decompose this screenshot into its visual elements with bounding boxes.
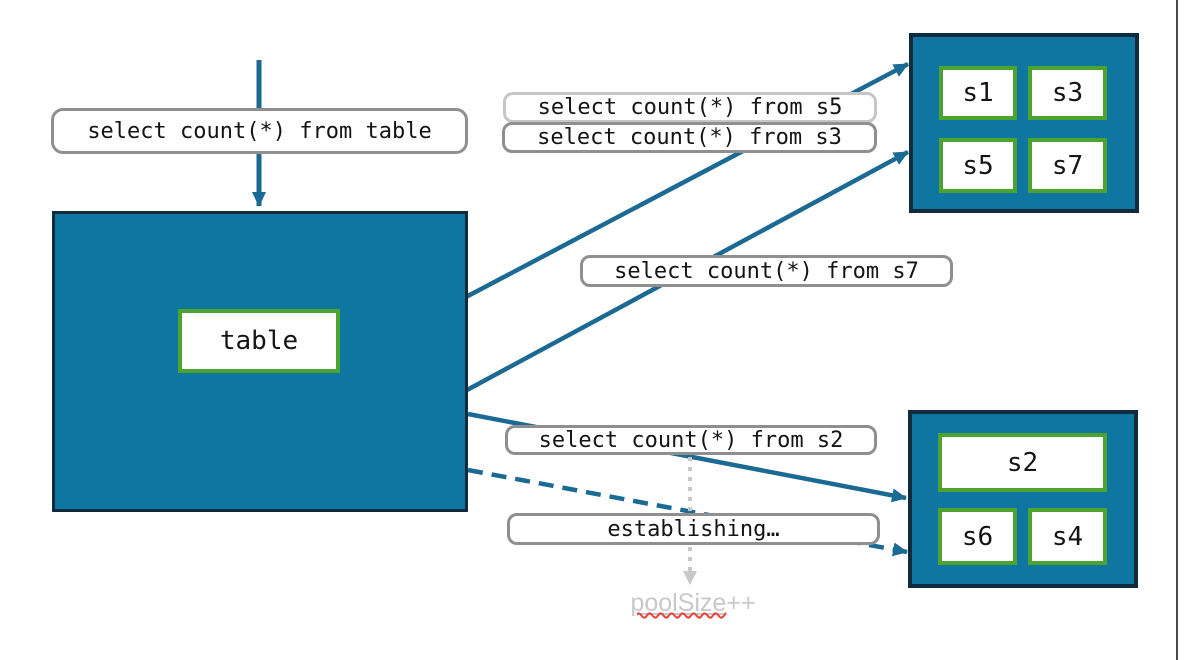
shard-s5: s5 — [939, 138, 1017, 193]
table-node: table — [52, 211, 468, 512]
shard-s2: s2 — [938, 433, 1107, 492]
shard-s4: s4 — [1028, 508, 1107, 565]
poolsize-word: poolSize — [630, 589, 727, 617]
poolsize-suffix: ++ — [726, 589, 756, 617]
query-label-from-s3: select count(*) from s3 — [502, 122, 877, 153]
shard-s7: s7 — [1028, 138, 1107, 193]
poolsize-annotation: poolSize++ — [553, 589, 833, 618]
establishing-label: establishing… — [507, 513, 880, 545]
shard-group-bottom: s2 s6 s4 — [908, 410, 1138, 588]
shard-group-top: s1 s3 s5 s7 — [909, 33, 1139, 213]
shard-s6: s6 — [938, 508, 1017, 565]
shard-s1: s1 — [939, 66, 1017, 120]
query-label-from-s2: select count(*) from s2 — [505, 425, 877, 455]
query-label-from-s7: select count(*) from s7 — [580, 255, 953, 287]
shard-s3: s3 — [1028, 66, 1107, 120]
slide-edge-line — [1176, 0, 1178, 660]
table-node-label: table — [178, 309, 340, 373]
query-label-from-table: select count(*) from table — [51, 108, 468, 154]
query-label-from-s5: select count(*) from s5 — [503, 92, 877, 123]
